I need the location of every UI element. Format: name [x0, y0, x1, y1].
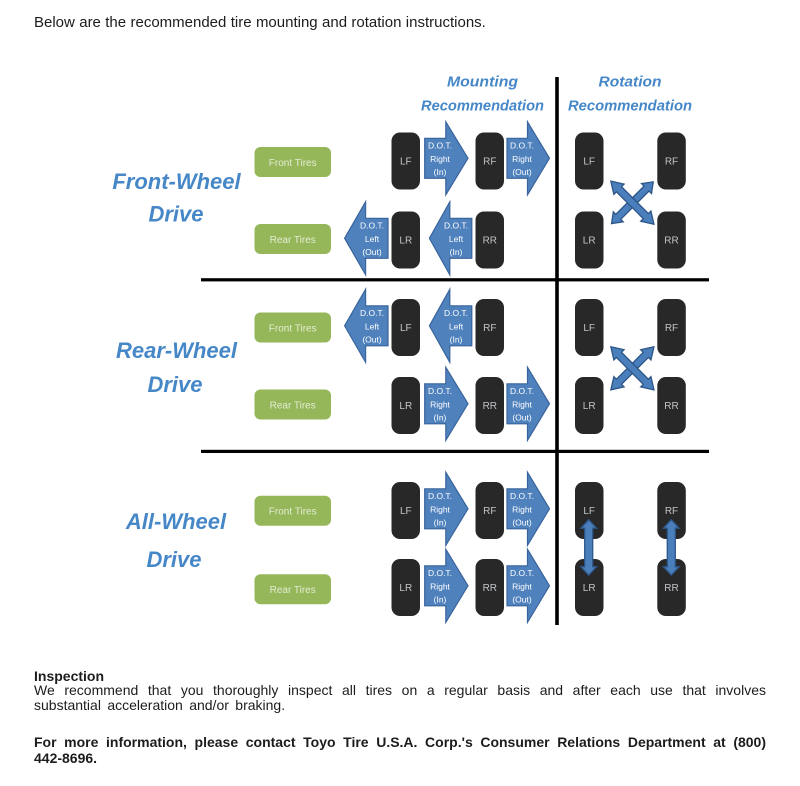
svg-text:LF: LF	[583, 323, 595, 334]
svg-text:Front Tires: Front Tires	[269, 158, 317, 169]
svg-text:Recommendation: Recommendation	[568, 98, 692, 115]
svg-text:RR: RR	[664, 236, 678, 247]
svg-text:LR: LR	[583, 583, 596, 594]
svg-text:Rotation: Rotation	[599, 74, 662, 91]
svg-text:Drive: Drive	[147, 372, 202, 397]
svg-text:RF: RF	[665, 157, 678, 168]
svg-text:D.O.T.: D.O.T.	[510, 491, 534, 501]
svg-text:(In): (In)	[434, 595, 447, 605]
svg-text:Rear Tires: Rear Tires	[270, 585, 316, 596]
svg-text:D.O.T.: D.O.T.	[428, 568, 452, 578]
svg-text:(Out): (Out)	[512, 518, 532, 528]
svg-text:D.O.T.: D.O.T.	[444, 308, 468, 318]
svg-text:RR: RR	[483, 401, 497, 412]
svg-text:D.O.T.: D.O.T.	[360, 308, 384, 318]
svg-text:LR: LR	[399, 401, 412, 412]
svg-text:Right: Right	[512, 154, 532, 164]
svg-text:RR: RR	[483, 236, 497, 247]
svg-text:Right: Right	[512, 399, 532, 409]
svg-text:All-Wheel: All-Wheel	[125, 509, 227, 534]
svg-text:Left: Left	[365, 321, 380, 331]
svg-text:Rear-Wheel: Rear-Wheel	[116, 338, 238, 363]
svg-text:Right: Right	[430, 154, 450, 164]
svg-text:RF: RF	[483, 157, 496, 168]
svg-text:Right: Right	[430, 399, 450, 409]
svg-text:LF: LF	[583, 506, 595, 517]
svg-text:Recommendation: Recommendation	[421, 98, 544, 115]
svg-text:D.O.T.: D.O.T.	[428, 491, 452, 501]
svg-text:LR: LR	[583, 236, 596, 247]
svg-text:(In): (In)	[450, 247, 463, 257]
svg-text:Drive: Drive	[148, 202, 203, 227]
svg-text:Left: Left	[365, 234, 380, 244]
svg-text:Rear Tires: Rear Tires	[270, 400, 316, 411]
svg-text:Front Tires: Front Tires	[269, 323, 317, 334]
svg-text:(Out): (Out)	[512, 595, 532, 605]
svg-text:D.O.T.: D.O.T.	[444, 221, 468, 231]
svg-text:RR: RR	[664, 401, 678, 412]
svg-text:Rear Tires: Rear Tires	[270, 235, 316, 246]
svg-text:D.O.T.: D.O.T.	[360, 221, 384, 231]
svg-text:LF: LF	[400, 157, 412, 168]
svg-text:RF: RF	[665, 323, 678, 334]
svg-text:Right: Right	[430, 504, 450, 514]
svg-text:(In): (In)	[434, 413, 447, 423]
svg-text:Right: Right	[512, 581, 532, 591]
svg-text:D.O.T.: D.O.T.	[510, 568, 534, 578]
svg-text:Drive: Drive	[146, 547, 201, 572]
svg-text:Front Tires: Front Tires	[269, 507, 317, 518]
svg-text:LF: LF	[400, 506, 412, 517]
svg-text:LR: LR	[399, 583, 412, 594]
svg-text:(Out): (Out)	[362, 335, 382, 345]
svg-text:RR: RR	[664, 583, 678, 594]
svg-text:RF: RF	[483, 506, 496, 517]
svg-text:D.O.T.: D.O.T.	[428, 141, 452, 151]
svg-text:(In): (In)	[450, 335, 463, 345]
svg-text:(Out): (Out)	[512, 167, 532, 177]
svg-text:LF: LF	[400, 323, 412, 334]
svg-text:(Out): (Out)	[512, 413, 532, 423]
svg-text:D.O.T.: D.O.T.	[510, 141, 534, 151]
svg-text:Left: Left	[449, 321, 464, 331]
svg-text:Right: Right	[512, 504, 532, 514]
svg-text:RF: RF	[483, 323, 496, 334]
svg-text:Front-Wheel: Front-Wheel	[112, 169, 241, 194]
svg-text:LR: LR	[583, 401, 596, 412]
svg-text:(In): (In)	[434, 167, 447, 177]
svg-text:RF: RF	[665, 506, 678, 517]
svg-text:D.O.T.: D.O.T.	[510, 386, 534, 396]
svg-text:RR: RR	[483, 583, 497, 594]
svg-text:Left: Left	[449, 234, 464, 244]
svg-text:D.O.T.: D.O.T.	[428, 386, 452, 396]
svg-text:(In): (In)	[434, 518, 447, 528]
svg-text:(Out): (Out)	[362, 247, 382, 257]
svg-text:LF: LF	[583, 157, 595, 168]
svg-text:Right: Right	[430, 581, 450, 591]
svg-text:LR: LR	[399, 236, 412, 247]
svg-text:Mounting: Mounting	[447, 74, 518, 91]
